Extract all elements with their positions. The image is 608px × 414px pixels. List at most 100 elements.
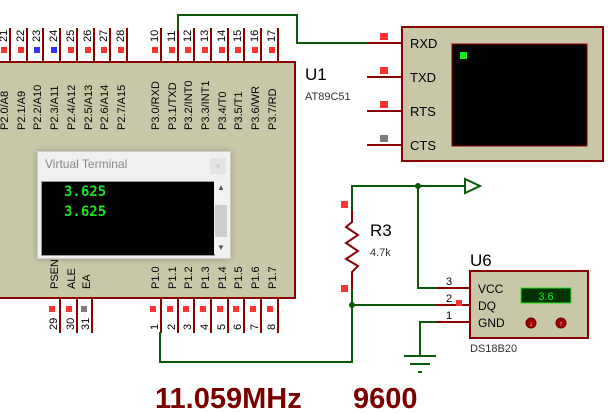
mcu-pin-3[interactable]: 3P1.2: [182, 266, 195, 333]
mcu-pin-5[interactable]: 5P1.4: [216, 266, 229, 333]
pin-label: P3.5/T1: [233, 91, 245, 130]
pin-number: 2: [166, 324, 178, 330]
pin-number: 27: [98, 30, 110, 42]
wire-dq[interactable]: [159, 290, 353, 363]
pin-state-indicator: [380, 101, 388, 108]
mcu-pin-7[interactable]: 7 P1.6: [249, 266, 262, 333]
pin-label: GND: [478, 316, 505, 330]
pin-number: 23: [31, 30, 43, 42]
crystal-label: 11.059MHz: [155, 383, 302, 414]
pin-state-indicator: [380, 135, 388, 142]
pin-label: P2.6/A14: [99, 85, 111, 130]
pin-state-indicator: [219, 47, 225, 53]
power-terminal-arrow[interactable]: [464, 177, 483, 195]
pin-label: P3.4/T0: [217, 91, 229, 130]
scroll-up-icon[interactable]: ▲: [217, 183, 225, 192]
mcu-pin-30[interactable]: 30 ALE: [65, 268, 78, 333]
mcu-pin-2[interactable]: 2P1.1: [166, 266, 179, 333]
r3-value: 4.7k: [370, 247, 391, 259]
pin-number: 13: [199, 30, 211, 42]
terminal-pin-rts[interactable]: RTS: [367, 101, 436, 119]
pin-label: P1.7: [267, 266, 279, 289]
pin-state-indicator: [152, 47, 158, 53]
pin-label: P1.6: [250, 266, 262, 289]
terminal-line: 3.625: [64, 184, 107, 200]
terminal-pin-txd[interactable]: TXD: [367, 67, 436, 85]
pin-number: 8: [266, 324, 278, 330]
pin-number: 17: [266, 30, 278, 42]
mcu-pin-4[interactable]: 4P1.3: [199, 266, 212, 333]
pin-state-indicator: [235, 47, 241, 53]
resistor-r3[interactable]: [344, 210, 360, 290]
terminal-cursor: [460, 52, 467, 59]
terminal-symbol-screen: [451, 43, 588, 147]
pin-state-indicator: [167, 306, 173, 312]
pin-state-indicator: [49, 306, 55, 312]
terminal-pin-cts[interactable]: CTS: [367, 135, 436, 153]
pin-number: 30: [65, 318, 77, 330]
r3-ref: R3: [370, 221, 392, 240]
wire-gnd[interactable]: [419, 321, 436, 356]
pin-number: 1: [446, 310, 452, 322]
pin-state-indicator: [66, 306, 72, 312]
scrollbar-thumb[interactable]: [215, 205, 227, 237]
pin-label: P1.0: [150, 266, 162, 289]
u6-temp-up-button[interactable]: ↑: [555, 317, 567, 329]
scrollbar[interactable]: ▲ ▼: [214, 181, 228, 254]
pin-number: 26: [82, 30, 94, 42]
pin-label: EA: [81, 274, 93, 289]
terminal-output[interactable]: 3.625 3.625: [41, 181, 215, 256]
scroll-down-icon[interactable]: ▼: [217, 243, 225, 252]
pin-label: RTS: [410, 104, 436, 119]
pin-label: P2.0/A8: [0, 91, 11, 130]
pin-label: VCC: [478, 282, 504, 296]
pin-state-indicator: [217, 306, 223, 312]
virtual-terminal-window[interactable]: Virtual Terminal × 3.625 3.625 ▲ ▼: [37, 151, 231, 259]
r3-pin-state-bottom: [341, 285, 348, 292]
wire-vcc-rail[interactable]: [351, 185, 465, 210]
mcu-pin-6[interactable]: 6P1.5: [232, 266, 245, 333]
ground-symbol[interactable]: [404, 355, 436, 373]
pin-state-indicator: [380, 67, 388, 74]
pin-label: P3.6/WR: [250, 86, 262, 130]
pin-label: P3.1/TXD: [167, 82, 179, 130]
pin-label: P2.5/A13: [83, 85, 95, 130]
mcu-ref: U1: [305, 65, 327, 84]
pin-label: P2.3/A11: [49, 86, 61, 130]
close-button[interactable]: ×: [210, 158, 226, 174]
terminal-pin-rxd[interactable]: RXD: [367, 33, 437, 51]
pin-label: ALE: [66, 268, 78, 289]
mcu-pin-1[interactable]: 1P1.0: [149, 266, 162, 333]
mcu-pin-8[interactable]: 8 P1.7: [266, 266, 279, 333]
pin-number: 7: [249, 324, 261, 330]
pin-state-indicator: [169, 47, 175, 53]
u6-temp-down-button[interactable]: ↓: [525, 317, 537, 329]
pin-state-indicator: [118, 47, 124, 53]
wire-vcc-to-u6[interactable]: [417, 186, 436, 289]
wire-txd-to-rxd[interactable]: [177, 14, 367, 44]
pin-state-indicator: [68, 47, 74, 53]
pin-state-indicator: [1, 47, 7, 53]
